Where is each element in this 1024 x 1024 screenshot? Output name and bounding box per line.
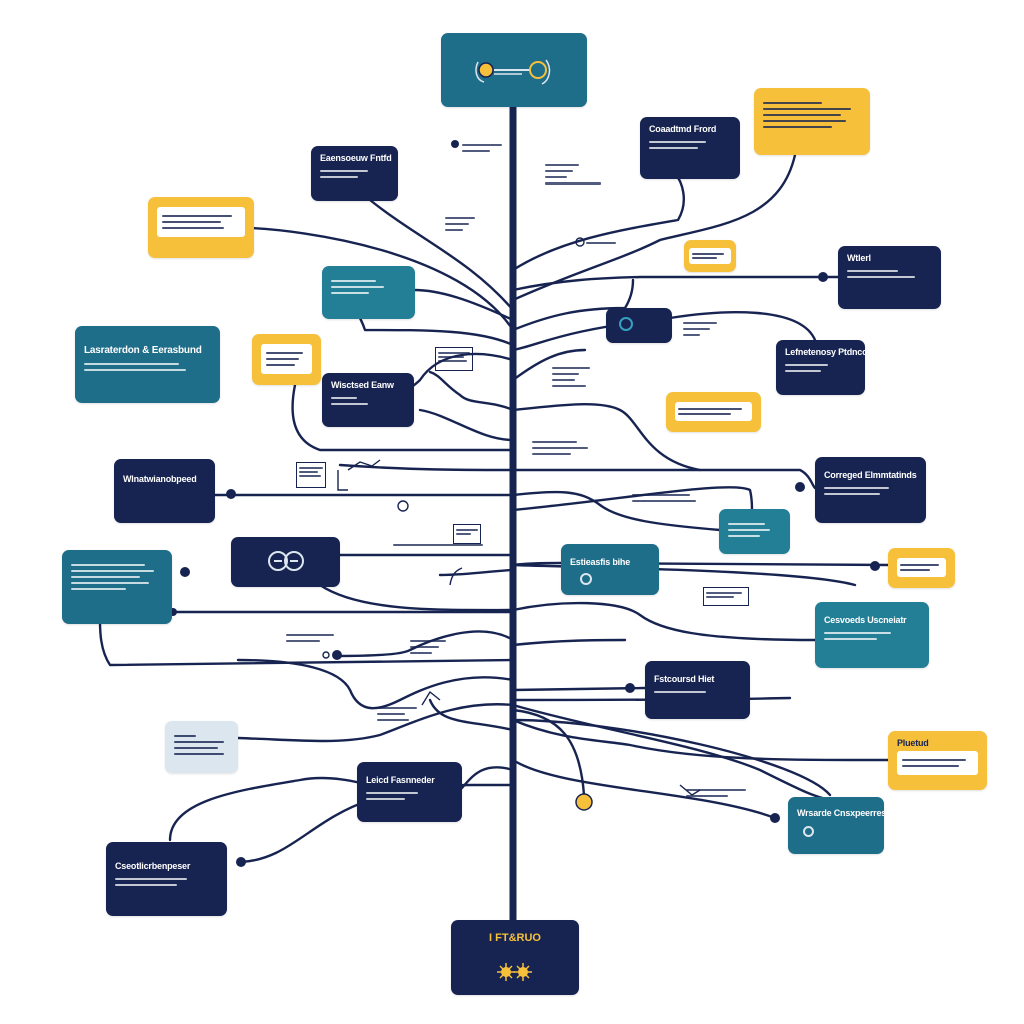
node-big-left[interactable]: Lasraterdon & Eerasbund — [75, 326, 220, 403]
note-card-pale-left[interactable] — [165, 721, 238, 773]
node-lower-mid[interactable]: Fstcoursd Hiet — [645, 661, 750, 719]
text-snippet — [462, 140, 502, 156]
node-teal-small-right[interactable] — [719, 509, 790, 554]
gear-icon — [475, 59, 551, 85]
text-snippet — [532, 437, 588, 459]
node-title: Cesvoeds Uscneiatr — [824, 615, 907, 625]
text-snippet — [552, 363, 590, 391]
node-teal-left[interactable] — [62, 550, 172, 624]
root-node[interactable]: I FT&RUO — [451, 920, 579, 995]
node-title: Leicd Fasnneder — [366, 775, 435, 785]
node-right-3[interactable]: Correged Elmmtatinds — [815, 457, 926, 523]
node-title: Estieasfis bihe — [570, 557, 631, 567]
mini-card — [453, 524, 481, 544]
gear-icon — [580, 573, 592, 585]
text-snippet — [286, 630, 334, 646]
node-bottom-left[interactable]: Cseotlicrbenpeser — [106, 842, 227, 916]
node-title: Wrsarde Cnsxpeerres — [797, 808, 884, 818]
node-upper-left[interactable]: Eaensoeuw Fntfd — [311, 146, 398, 201]
note-card-yellow-right[interactable] — [888, 548, 955, 588]
node-right-2[interactable]: Lefnetenosy Ptdnco — [776, 340, 865, 395]
node-title: Eaensoeuw Fntfd — [320, 153, 392, 163]
coin-icon — [268, 551, 304, 571]
gear-icon — [619, 317, 633, 331]
mini-card — [296, 462, 326, 488]
node-teal-center-left[interactable] — [322, 266, 415, 319]
mini-card — [435, 347, 473, 371]
text-snippet — [683, 318, 717, 340]
note-card-yellow-top-right[interactable] — [754, 88, 870, 155]
note-card-yellow-left[interactable] — [148, 197, 254, 258]
node-lower-center[interactable]: Leicd Fasnneder — [357, 762, 462, 822]
node-right-1[interactable]: Wtlerl — [838, 246, 941, 309]
mini-card — [703, 587, 749, 606]
node-yellow-right[interactable]: Pluetud — [888, 731, 987, 790]
node-bottom-right[interactable]: Wrsarde Cnsxpeerres — [788, 797, 884, 854]
root-title: I FT&RUO — [489, 932, 541, 944]
node-title: Correged Elmmtatinds — [824, 470, 917, 480]
text-snippet — [545, 160, 601, 189]
note-card-yellow-mid-left[interactable] — [252, 334, 321, 385]
note-card-yellow-small[interactable] — [684, 240, 736, 272]
text-snippet — [393, 540, 483, 550]
text-snippet — [686, 785, 746, 801]
note-card-yellow-center-right[interactable] — [666, 392, 761, 432]
node-title: Cseotlicrbenpeser — [115, 861, 191, 871]
sun-gear-icon — [497, 963, 532, 981]
text-snippet — [632, 490, 696, 506]
node-mid-left[interactable]: Wisctsed Eanw — [322, 373, 414, 427]
node-title: Fstcoursd Hiet — [654, 674, 715, 684]
text-snippet — [410, 636, 446, 658]
node-title: Pluetud — [897, 738, 929, 748]
text-snippet — [586, 238, 616, 248]
top-node[interactable] — [441, 33, 587, 107]
node-title: Wisctsed Eanw — [331, 380, 394, 390]
node-title: Lefnetenosy Ptdnco — [785, 347, 865, 357]
node-center-right[interactable]: Estieasfis bihe — [561, 544, 659, 595]
node-right-4[interactable]: Cesvoeds Uscneiatr — [815, 602, 929, 668]
node-left-3[interactable]: Wlnatwianobpeed — [114, 459, 215, 523]
node-top-right[interactable]: Coaadtmd Frord — [640, 117, 740, 179]
node-title: Coaadtmd Frord — [649, 124, 717, 134]
node-icons-center-left[interactable] — [231, 537, 340, 587]
node-title: Lasraterdon & Eerasbund — [84, 345, 202, 356]
node-icon-small[interactable] — [606, 308, 672, 343]
node-title: Wlnatwianobpeed — [123, 474, 197, 484]
text-snippet — [377, 703, 417, 725]
node-title: Wtlerl — [847, 253, 871, 263]
gear-icon — [803, 826, 814, 837]
text-snippet — [445, 213, 475, 235]
